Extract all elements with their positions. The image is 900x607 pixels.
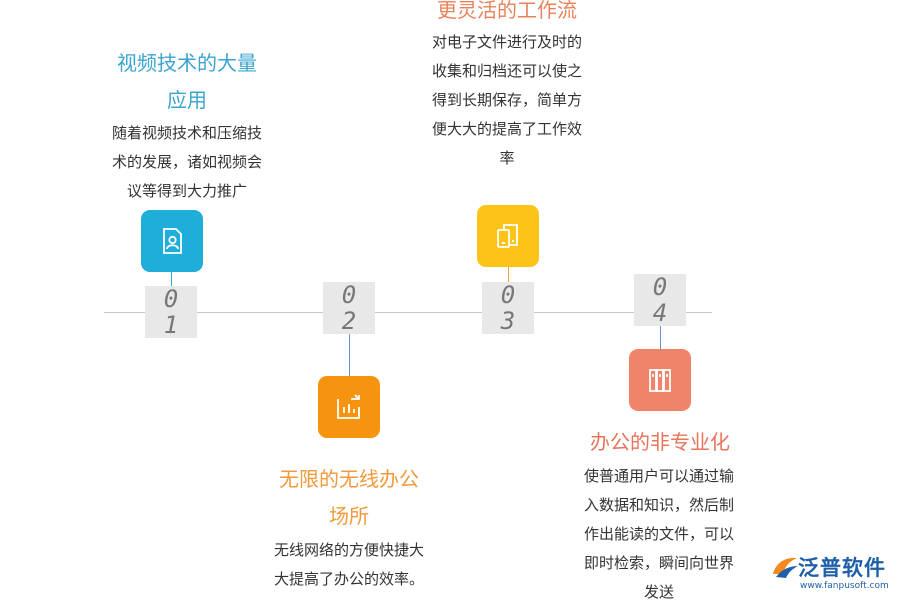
- item-3-title-line-1: 更灵活的工作流: [437, 0, 577, 22]
- item-4-desc-line: 作出能读的文件，可以: [583, 525, 734, 543]
- item-4-description: 使普通用户可以通过输 入数据和知识，然后制 作出能读的文件，可以 即时检索，瞬间…: [566, 462, 752, 607]
- item-4-number-digit: 0: [652, 273, 668, 301]
- item-1-description: 随着视频技术和压缩技 术的发展，诸如视频会 议等得到大力推广: [92, 119, 282, 206]
- item-3-desc-line: 得到长期保存，简单方: [431, 91, 582, 109]
- item-3-desc-line: 率: [499, 149, 515, 167]
- item-1-number-digit: 0: [163, 285, 179, 313]
- logo-url: www.fanpusoft.com: [800, 581, 889, 591]
- item-3-icon-tile: [477, 205, 539, 267]
- tablet-devices-icon: [497, 224, 518, 248]
- item-1-connector: [171, 272, 172, 286]
- item-2-number: 0 2: [323, 282, 375, 334]
- item-3-title: 更灵活的工作流: [418, 0, 596, 29]
- item-1-desc-line: 术的发展，诸如视频会: [111, 153, 262, 171]
- logo-mark-icon: [773, 557, 798, 578]
- item-1-title-line-2: 应用: [167, 88, 207, 112]
- item-3-desc-line: 对电子文件进行及时的: [431, 33, 582, 51]
- item-4-number: 0 4: [634, 274, 686, 326]
- logo-name: 泛普软件: [798, 556, 886, 580]
- item-4-connector: [660, 326, 661, 349]
- item-3-desc-line: 收集和归档还可以使之: [431, 62, 582, 80]
- item-3-number-digit: 3: [500, 307, 516, 335]
- item-2-desc-line: 无线网络的方便快捷大: [273, 541, 424, 559]
- item-1-number: 0 1: [145, 286, 197, 338]
- item-3-connector: [508, 267, 509, 282]
- item-4-title-line-1: 办公的非专业化: [590, 430, 730, 454]
- item-2-title-line-2: 场所: [329, 504, 369, 528]
- books-icon: [649, 369, 671, 392]
- item-4-title: 办公的非专业化: [576, 424, 744, 461]
- chart-share-icon: [337, 394, 360, 419]
- item-2-number-digit: 0: [341, 281, 357, 309]
- item-1-icon-tile: [141, 210, 203, 272]
- item-2-connector: [349, 334, 350, 376]
- item-2-title-line-1: 无限的无线办公: [279, 467, 419, 491]
- item-3-description: 对电子文件进行及时的 收集和归档还可以使之 得到长期保存，简单方 便大大的提高了…: [414, 28, 600, 173]
- item-4-desc-line: 入数据和知识，然后制: [583, 496, 734, 514]
- item-1-desc-line: 随着视频技术和压缩技: [111, 124, 262, 142]
- item-4-number-digit: 4: [652, 299, 668, 327]
- item-4-desc-line: 使普通用户可以通过输: [583, 467, 734, 485]
- item-2-desc-line: 大提高了办公的效率。: [273, 570, 424, 588]
- item-3-number-digit: 0: [500, 281, 516, 309]
- item-1-title: 视频技术的大量 应用: [100, 45, 274, 119]
- item-2-title: 无限的无线办公 场所: [262, 461, 436, 535]
- item-3-number: 0 3: [482, 282, 534, 334]
- item-4-desc-line: 发送: [643, 583, 674, 601]
- item-4-desc-line: 即时检索，瞬间向世界: [583, 554, 734, 572]
- item-1-title-line-1: 视频技术的大量: [117, 51, 257, 75]
- item-2-number-digit: 2: [341, 307, 357, 335]
- timeline-axis: [104, 312, 712, 313]
- item-2-description: 无线网络的方便快捷大 大提高了办公的效率。: [256, 536, 442, 594]
- item-2-icon-tile: [318, 376, 380, 438]
- item-3-desc-line: 便大大的提高了工作效: [431, 120, 582, 138]
- item-1-number-digit: 1: [163, 311, 179, 339]
- item-1-desc-line: 议等得到大力推广: [126, 182, 247, 200]
- document-user-icon: [163, 228, 182, 254]
- brand-logo: 泛普软件 www.fanpusoft.com: [770, 552, 896, 596]
- item-4-icon-tile: [629, 349, 691, 411]
